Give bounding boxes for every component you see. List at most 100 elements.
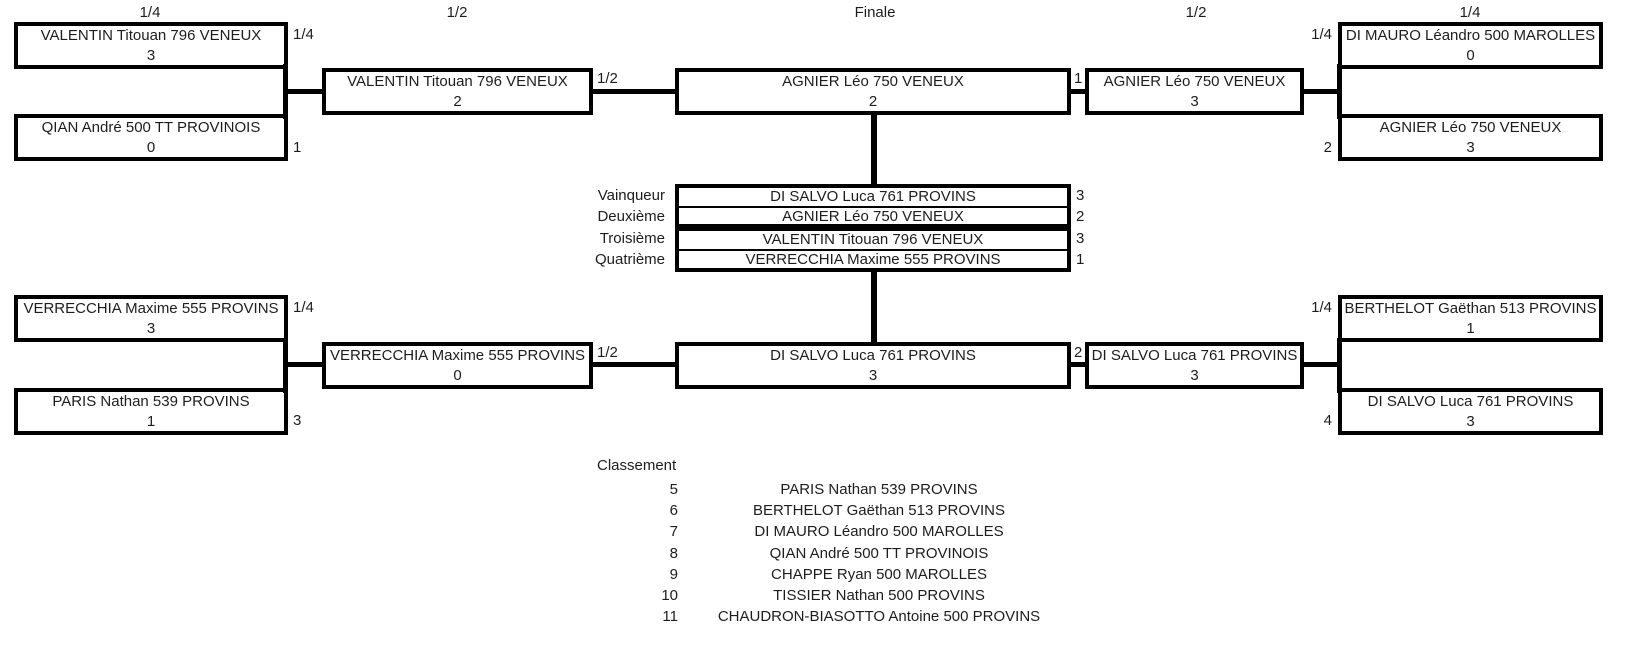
classement-player-name: TISSIER Nathan 500 PROVINS bbox=[773, 587, 985, 604]
result-place-label: Troisième bbox=[599, 230, 665, 247]
match-number-qf1: 1 bbox=[293, 139, 302, 156]
classement-rank: 6 bbox=[669, 502, 678, 519]
player-name: DI SALVO Luca 761 PROVINS bbox=[1367, 393, 1574, 410]
classement-player-name: CHAUDRON-BIASOTTO Antoine 500 PROVINS bbox=[717, 608, 1041, 625]
match-number-qf2: 2 bbox=[1323, 139, 1332, 156]
classement-player-name: CHAPPE Ryan 500 MAROLLES bbox=[771, 566, 987, 583]
player-name: PARIS Nathan 539 PROVINS bbox=[52, 393, 250, 410]
classement-rank: 9 bbox=[669, 566, 678, 583]
player-score: 3 bbox=[1466, 139, 1475, 156]
player-name: VALENTIN Titouan 796 VENEUX bbox=[347, 73, 568, 90]
classement-rank: 8 bbox=[669, 545, 678, 562]
player-name: DI SALVO Luca 761 PROVINS bbox=[1091, 347, 1298, 364]
classement-player-name: QIAN André 500 TT PROVINOIS bbox=[769, 545, 989, 562]
classement-rank: 7 bbox=[669, 523, 678, 540]
classement-row: 10 TISSIER Nathan 500 PROVINS bbox=[560, 587, 1080, 604]
player-name: QIAN André 500 TT PROVINOIS bbox=[41, 119, 261, 136]
result-player-name: VERRECCHIA Maxime 555 PROVINS bbox=[679, 249, 1067, 269]
round-label-qf1: 1/4 bbox=[293, 26, 314, 43]
player-score: 3 bbox=[868, 367, 878, 384]
match-box-qf1-player1: VALENTIN Titouan 796 VENEUX 3 bbox=[14, 22, 288, 69]
player-name: VERRECCHIA Maxime 555 PROVINS bbox=[329, 347, 586, 364]
classement-player-name: DI MAURO Léandro 500 MAROLLES bbox=[754, 523, 1004, 540]
result-player-name: DI SALVO Luca 761 PROVINS bbox=[770, 188, 976, 205]
match-box-final-top: AGNIER Léo 750 VENEUX 2 bbox=[675, 68, 1071, 115]
player-name: DI MAURO Léandro 500 MAROLLES bbox=[1345, 27, 1596, 44]
classement-row: 8 QIAN André 500 TT PROVINOIS bbox=[560, 545, 1080, 562]
match-number-qf3: 3 bbox=[293, 412, 302, 429]
match-box-sf1-winner: VALENTIN Titouan 796 VENEUX 2 bbox=[322, 68, 593, 115]
bracket-connector-stub bbox=[1302, 362, 1340, 367]
round-header-final: Finale bbox=[854, 4, 896, 21]
classement-rank: 11 bbox=[662, 608, 678, 625]
player-score: 3 bbox=[146, 47, 156, 64]
round-header-quarterfinal-left: 1/4 bbox=[139, 4, 161, 21]
player-name: VALENTIN Titouan 796 VENEUX bbox=[40, 27, 262, 44]
match-box-sf3-winner: VERRECCHIA Maxime 555 PROVINS 0 bbox=[322, 342, 593, 389]
player-score: 3 bbox=[146, 320, 156, 337]
player-name: AGNIER Léo 750 VENEUX bbox=[1103, 73, 1286, 90]
player-score: 2 bbox=[868, 93, 878, 110]
result-score: 2 bbox=[1076, 208, 1085, 225]
bracket-connector-stub bbox=[284, 89, 322, 94]
bracket-connector-stub bbox=[1302, 89, 1340, 94]
classement-row: 5 PARIS Nathan 539 PROVINS bbox=[560, 481, 1080, 498]
player-name: BERTHELOT Gaëthan 513 PROVINS bbox=[1344, 300, 1597, 317]
match-box-final-bottom: DI SALVO Luca 761 PROVINS 3 bbox=[675, 342, 1071, 389]
match-number-final-bottom: 2 bbox=[1074, 344, 1083, 361]
match-number-final-top: 1 bbox=[1074, 70, 1083, 87]
final-connector-vertical-top bbox=[871, 113, 877, 186]
player-score: 0 bbox=[146, 139, 156, 156]
player-score: 3 bbox=[1190, 93, 1199, 110]
result-place-label: Vainqueur bbox=[597, 187, 665, 204]
player-name: DI SALVO Luca 761 PROVINS bbox=[770, 347, 976, 364]
round-header-semifinal-left: 1/2 bbox=[446, 4, 468, 21]
classement-title: Classement bbox=[597, 457, 677, 474]
match-box-qf4-player2: DI SALVO Luca 761 PROVINS 3 bbox=[1338, 388, 1603, 435]
match-box-sf4-winner: DI SALVO Luca 761 PROVINS 3 bbox=[1085, 342, 1304, 389]
classement-rank: 5 bbox=[669, 481, 678, 498]
classement-player-name: PARIS Nathan 539 PROVINS bbox=[780, 481, 978, 498]
player-name: AGNIER Léo 750 VENEUX bbox=[1379, 119, 1562, 136]
round-header-quarterfinal-right: 1/4 bbox=[1459, 4, 1481, 21]
bracket-connector-stub bbox=[284, 362, 322, 367]
match-box-qf1-player2: QIAN André 500 TT PROVINOIS 0 bbox=[14, 114, 288, 161]
round-label-qf3: 1/4 bbox=[293, 299, 314, 316]
classement-row: 9 CHAPPE Ryan 500 MAROLLES bbox=[560, 566, 1080, 583]
classement-rank: 10 bbox=[661, 587, 678, 604]
player-score: 0 bbox=[1466, 47, 1475, 64]
player-score: 1 bbox=[1466, 320, 1475, 337]
match-box-qf3-player2: PARIS Nathan 539 PROVINS 1 bbox=[14, 388, 288, 435]
bracket-connector-line bbox=[591, 362, 676, 367]
result-score: 3 bbox=[1076, 187, 1085, 204]
result-player-name: VALENTIN Titouan 796 VENEUX bbox=[762, 231, 984, 248]
round-header-semifinal-right: 1/2 bbox=[1185, 4, 1207, 21]
classement-row: 11 CHAUDRON-BIASOTTO Antoine 500 PROVINS bbox=[560, 608, 1080, 625]
final-connector-vertical-bottom bbox=[871, 270, 877, 344]
results-box-third-place: VALENTIN Titouan 796 VENEUX VERRECCHIA M… bbox=[675, 227, 1071, 272]
match-box-qf2-player1: DI MAURO Léandro 500 MAROLLES 0 bbox=[1338, 22, 1603, 69]
bracket-connector-stub bbox=[1069, 362, 1086, 367]
classement-row: 6 BERTHELOT Gaëthan 513 PROVINS bbox=[560, 502, 1080, 519]
round-label-qf2: 1/4 bbox=[1311, 26, 1332, 43]
result-score: 3 bbox=[1076, 230, 1085, 247]
bracket-connector-line bbox=[591, 89, 676, 94]
player-score: 3 bbox=[1190, 367, 1199, 384]
bracket-connector-vertical bbox=[1337, 64, 1342, 119]
player-score: 1 bbox=[146, 413, 156, 430]
result-place-label: Quatrième bbox=[594, 251, 665, 268]
result-score: 1 bbox=[1076, 251, 1085, 268]
bracket-connector-vertical bbox=[1337, 338, 1342, 393]
player-score: 0 bbox=[453, 367, 462, 384]
result-player-name: AGNIER Léo 750 VENEUX bbox=[679, 206, 1067, 226]
match-number-qf4: 4 bbox=[1323, 412, 1332, 429]
results-box-final: DI SALVO Luca 761 PROVINS AGNIER Léo 750… bbox=[675, 184, 1071, 228]
player-name: VERRECCHIA Maxime 555 PROVINS bbox=[23, 300, 279, 317]
result-place-label: Deuxième bbox=[597, 208, 665, 225]
player-score: 3 bbox=[1466, 413, 1475, 430]
match-box-qf3-player1: VERRECCHIA Maxime 555 PROVINS 3 bbox=[14, 295, 288, 342]
player-name: AGNIER Léo 750 VENEUX bbox=[782, 73, 964, 90]
classement-player-name: BERTHELOT Gaëthan 513 PROVINS bbox=[752, 502, 1006, 519]
player-score: 2 bbox=[453, 93, 462, 110]
